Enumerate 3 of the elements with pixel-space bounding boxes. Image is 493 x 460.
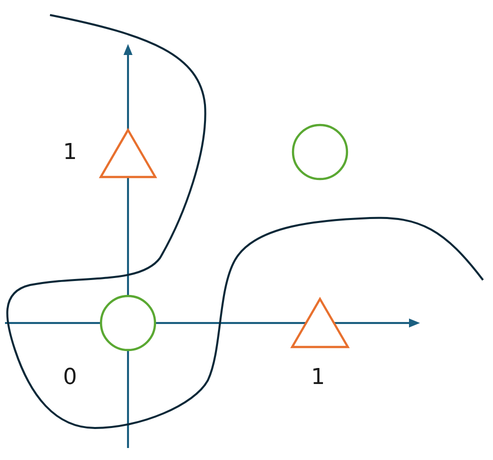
tick-label: 0 [63,365,77,391]
tick-label: 1 [63,140,77,166]
tick-label: 1 [311,365,325,391]
